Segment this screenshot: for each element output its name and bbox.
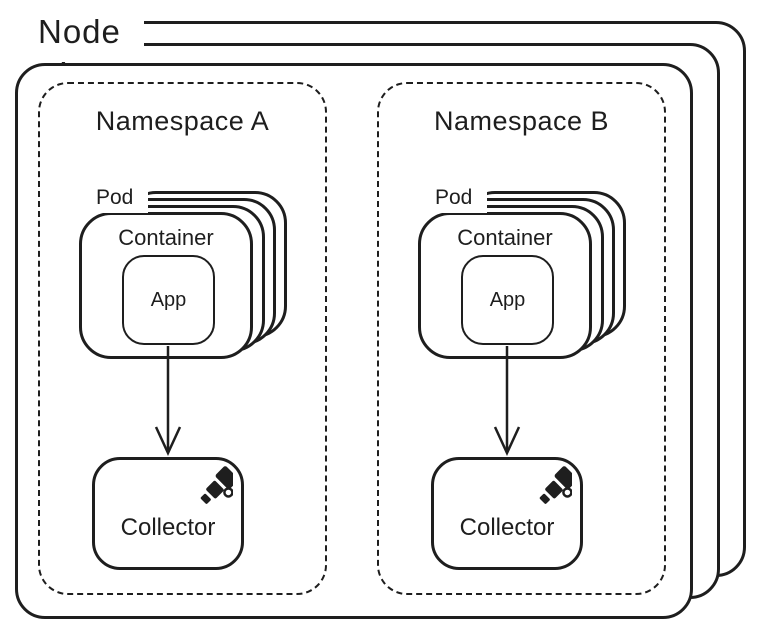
- node-label: Node: [32, 2, 144, 62]
- app-to-collector-arrow: [493, 346, 521, 456]
- app-to-collector-arrow: [154, 346, 182, 456]
- namespace-a-box: Namespace A Pod Container App Collector: [38, 82, 327, 595]
- namespace-b-box: Namespace B Pod Container App Collector: [377, 82, 666, 595]
- telescope-icon: [539, 466, 572, 504]
- namespace-a-label: Namespace A: [95, 106, 270, 136]
- app-box: App: [122, 255, 215, 345]
- app-label: App: [489, 288, 526, 311]
- collector-label: Collector: [459, 514, 555, 541]
- container-label: Container: [118, 225, 214, 250]
- pod-label: Pod: [431, 183, 487, 213]
- telescope-icon: [200, 466, 233, 504]
- app-label: App: [150, 288, 187, 311]
- container-label: Container: [457, 225, 553, 250]
- app-box: App: [461, 255, 554, 345]
- collector-box: Collector: [431, 457, 583, 570]
- namespace-b-label: Namespace B: [433, 106, 610, 136]
- pod-label: Pod: [92, 183, 148, 213]
- collector-box: Collector: [92, 457, 244, 570]
- collector-label: Collector: [120, 514, 216, 541]
